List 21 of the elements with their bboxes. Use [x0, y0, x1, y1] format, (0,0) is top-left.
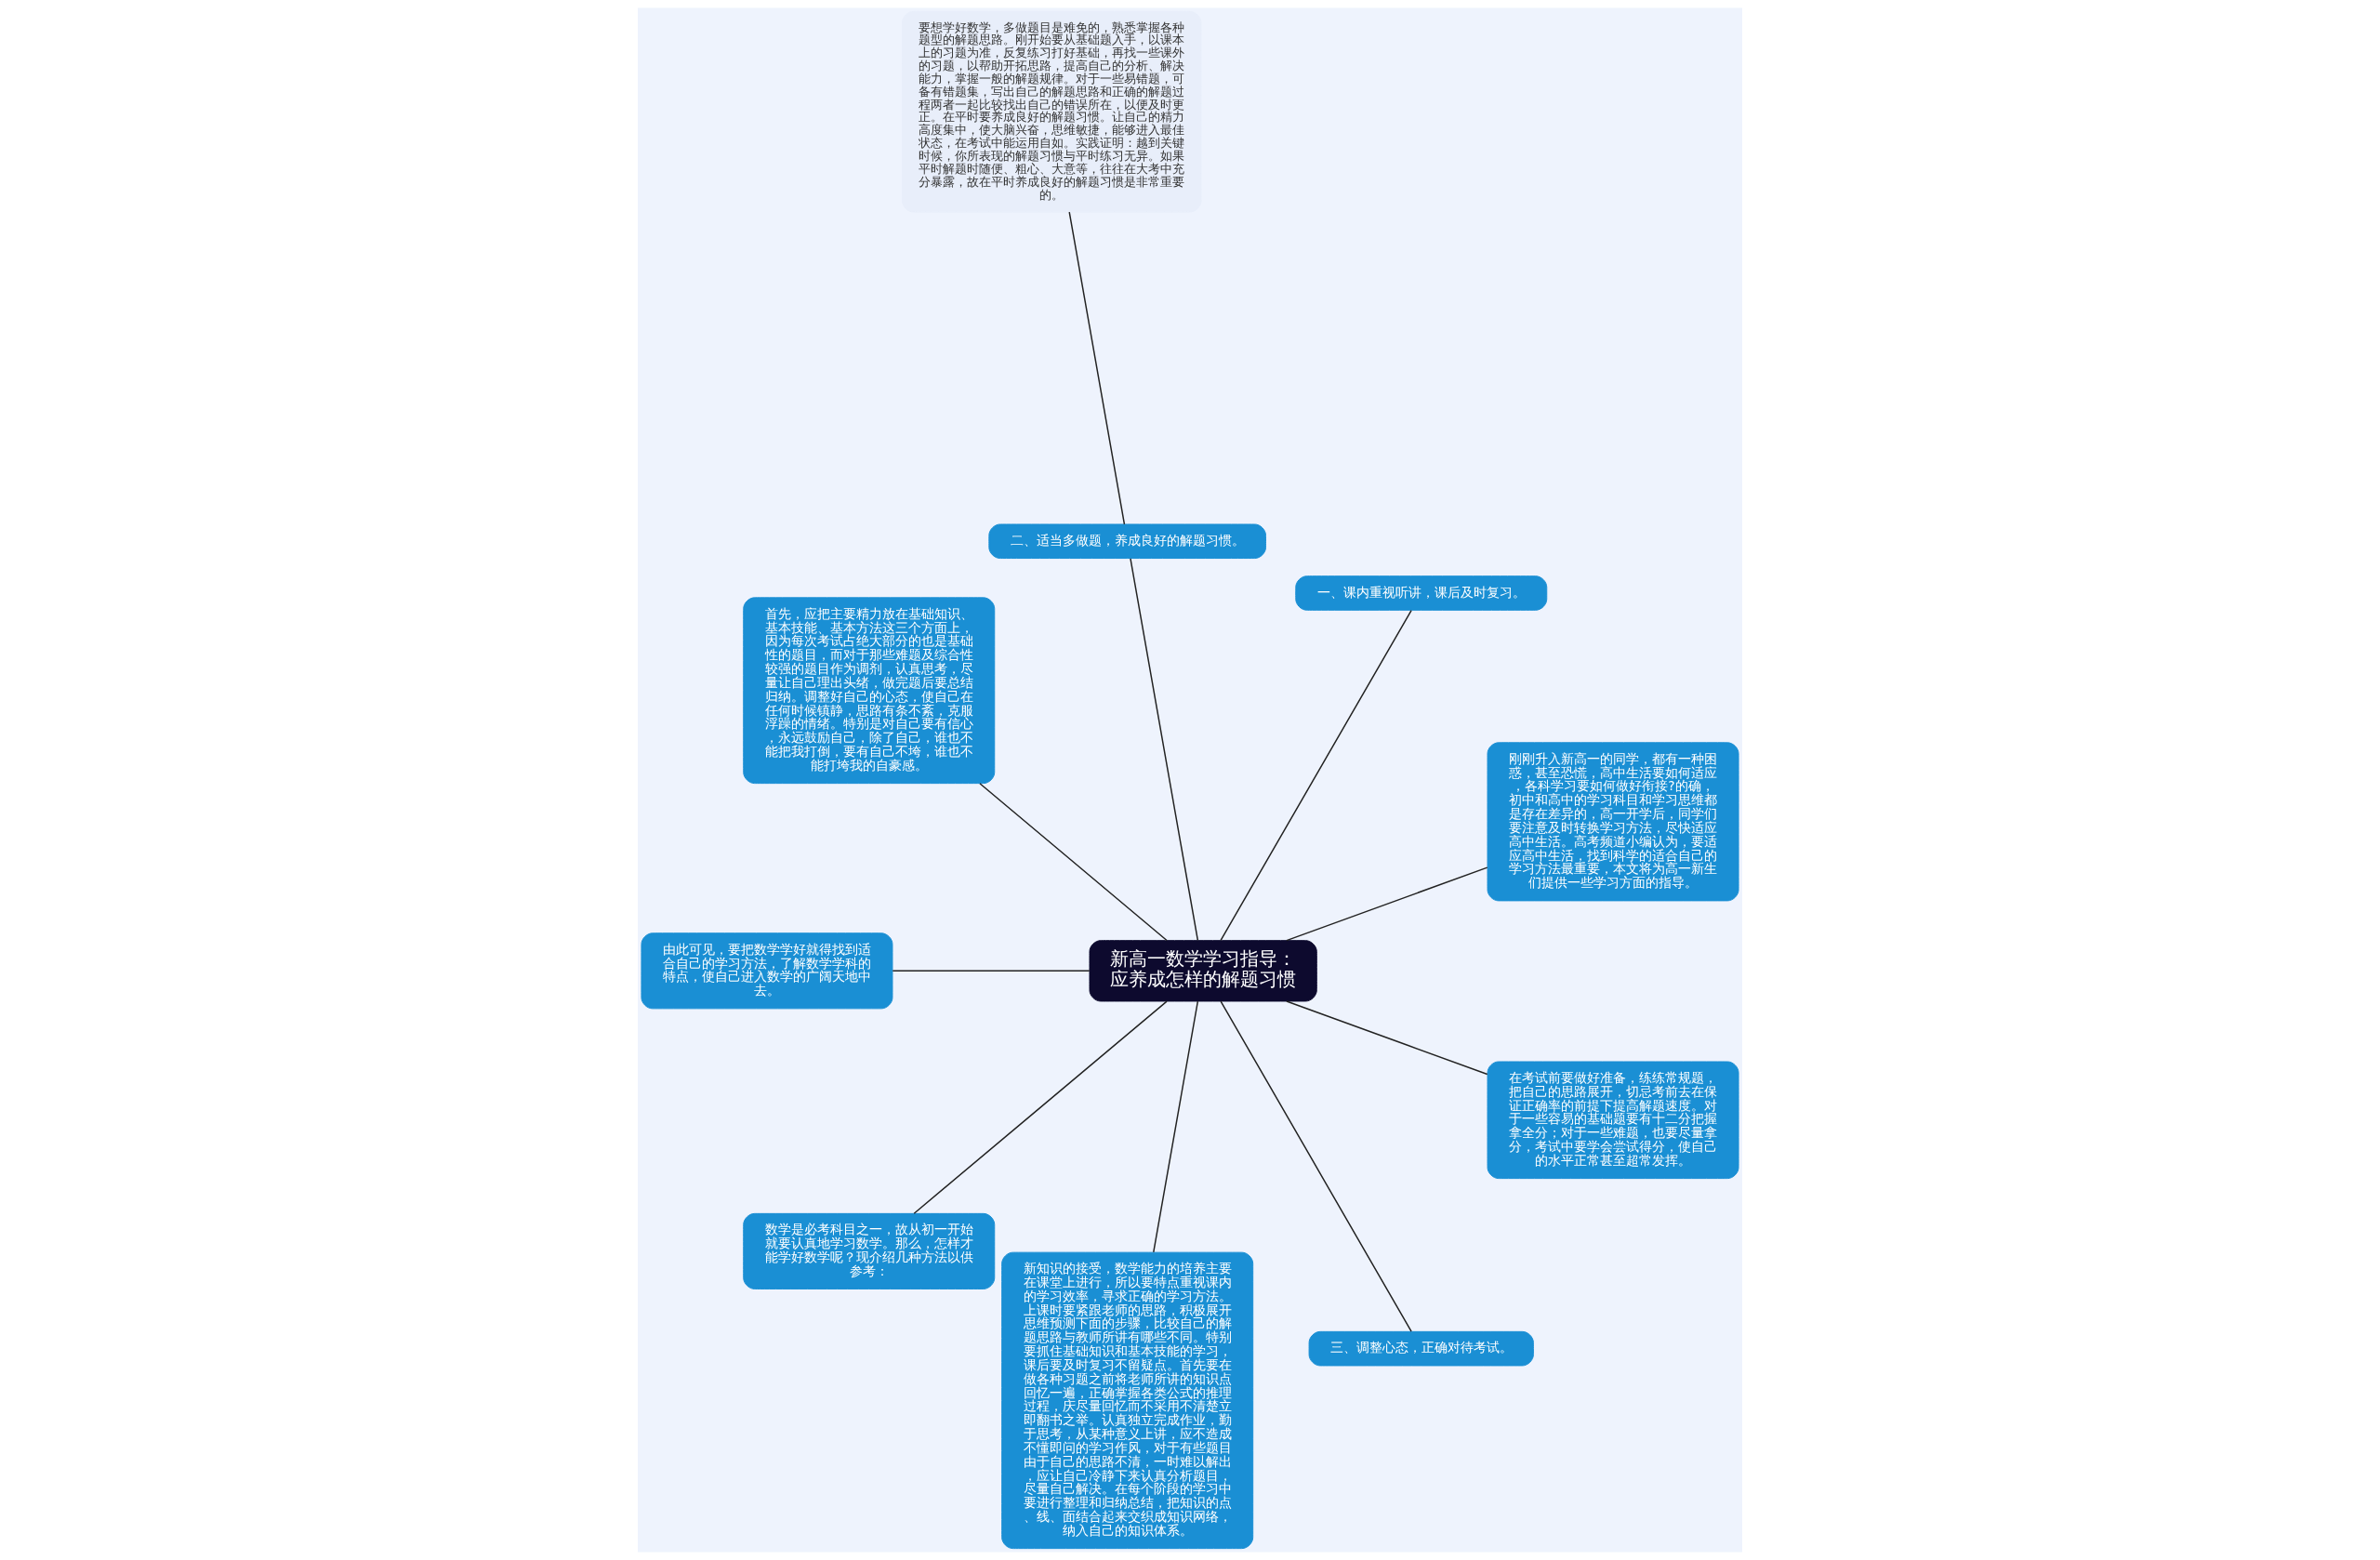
node-box: 新高一数学学习指导：应养成怎样的解题习惯 — [1089, 940, 1317, 1002]
connector — [892, 970, 1091, 972]
connector — [1153, 1000, 1199, 1253]
connector — [1286, 866, 1488, 942]
connector — [1286, 1000, 1488, 1076]
connector — [1130, 558, 1199, 942]
node-box: 二、适当多做题，养成良好的解题习惯。 — [988, 523, 1266, 560]
node-box: 由此可见，要把数学学好就得找到适合自己的学习方法，了解数学学科的特点，使自己进入数学的广阔天地中去。 — [641, 932, 893, 1010]
node-box: 首先，应把主要精力放在基础知识、基本技能、基本方法这三个方面上，因为每次考试占绝大部分的也是基础性的题目，而对于那些难题及综合性较强的题目作为调剂，认真思考，尽量让自己理出头绪，做完题后要总结归纳。调整好自己的心态，使自己在任何时候镇静，思路有条不紊，克服浮躁的情绪。特别是对自己要有信心，永远鼓励自己，除了自己，谁也不能把我打倒，要有自己不垮，谁也不能打垮我的自豪感。 — [743, 597, 996, 785]
node-box: 要想学好数学，多做题目是难免的，熟悉掌握各种题型的解题思路。刚开始要从基础题入手，以课本上的习题为准，反复练习打好基础，再找一些课外的习题，以帮助开拓思路，提高自己的分析、解决能力，掌握一般的解题规律。对于一些易错题，可备有错题集，写出自己的解题思路和正确的解题过程两者一起比较找出自己的错误所在，以便及时更正。在平时要养成良好的解题习惯。让自己的精力高度集中，使大脑兴奋，思维敏捷，能够进入最佳状态，在考试中能运用自如。实践证明：越到关键时候，你所表现的解题习惯与平时练习无异。如果平时解题时随便、粗心、大意等，往往在大考中充分暴露，故在平时养成良好的解题习惯是非常重要的。 — [902, 10, 1202, 213]
connector — [913, 1000, 1168, 1214]
node-box: 刚刚升入新高一的同学，都有一种困惑，甚至恐慌，高中生活要如何适应，各科学习要如何做好衔接?的确，初中和高中的学习科目和学习思维都是存在差异的，高一开学后，同学们要注意及时转换学习方法，尽快适应高中生活。高考频道小编认为，要适应高中生活，找到科学的适合自己的学习方法最重要，本文将为高一新生们提供一些学习方面的指导。 — [1487, 742, 1739, 902]
node-box: 三、调整心态，正确对待考试。 — [1308, 1330, 1534, 1367]
node-box: 一、课内重视听讲，课后及时复习。 — [1295, 575, 1548, 611]
connector — [1220, 1000, 1412, 1332]
connector — [1220, 609, 1412, 942]
node-box: 数学是必考科目之一，故从初一开始就要认真地学习数学。那么，怎样才能学好数学呢？现介绍几种方法以供参考： — [743, 1212, 996, 1289]
node-box: 新知识的接受，数学能力的培养主要在课堂上进行，所以要特点重视课内的学习效率，寻求正确的学习方法。上课时要紧跟老师的思路，积极展开思维预测下面的步骤，比较自己的解题思路与教师所讲有哪些不同。特别要抓住基础知识和基本技能的学习，课后要及时复习不留疑点。首先要在做各种习题之前将老师所讲的知识点回忆一遍，正确掌握各类公式的推理过程，庆尽量回忆而不采用不清楚立即翻书之举。认真独立完成作业，勤于思考，从某种意义上讲，应不造成不懂即问的学习作风，对于有些题目由于自己的思路不清，一时难以解出，应让自己冷静下来认真分析题目，尽量自己解决。在每个阶段的学习中要进行整理和归纳总结，把知识的点、线、面结合起来交织成知识网络，纳入自己的知识体系。 — [1001, 1251, 1254, 1550]
node-box: 在考试前要做好准备，练练常规题，把自己的思路展开，切忌考前去在保证正确率的前提下提高解题速度。对于一些容易的基础题要有十二分把握拿全分；对于一些难题，也要尽量拿分，考试中要学会尝试得分，使自己的水平正常甚至超常发挥。 — [1487, 1061, 1739, 1180]
connector — [1068, 211, 1126, 525]
connector — [979, 783, 1168, 942]
